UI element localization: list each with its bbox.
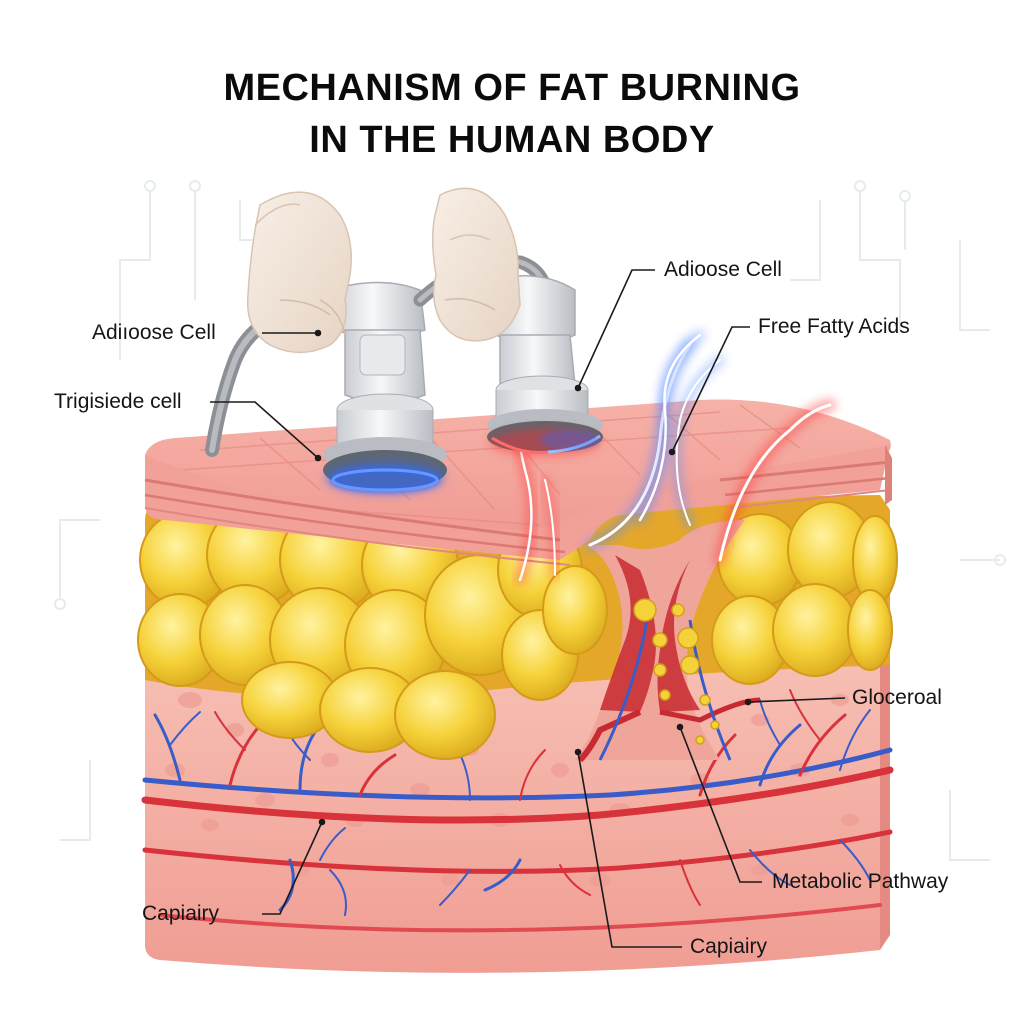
ultrasound-probe-icon xyxy=(205,281,447,494)
label-adipose-cell-right: Adioose Cell xyxy=(664,258,782,281)
free-fatty-acid-streams xyxy=(513,330,836,585)
title-line-1: MECHANISM OF FAT BURNING xyxy=(223,67,801,109)
label-triglyceride-cell: Trigisiede cell xyxy=(54,390,182,413)
page-title: MECHANISM OF FAT BURNING IN THE HUMAN BO… xyxy=(0,62,1024,166)
gloved-hand-icon xyxy=(432,187,521,342)
capillary-network xyxy=(141,689,894,933)
epidermis-layer xyxy=(144,399,892,566)
gloved-hand-icon xyxy=(246,191,352,354)
label-capillary-left: Capiairy xyxy=(142,902,220,925)
label-adipose-cell-left: Adiıoose Cell xyxy=(92,321,216,344)
leader-lines xyxy=(210,269,846,948)
label-free-fatty-acids: Free Fatty Acids xyxy=(758,315,910,338)
label-glycerol: Gloceroal xyxy=(852,686,942,709)
title-line-2: IN THE HUMAN BODY xyxy=(309,119,715,161)
label-metabolic-pathway: Metabolic Pathway xyxy=(772,870,949,893)
label-capillary-bottom: Capiairy xyxy=(690,935,768,958)
lipolysis-channel xyxy=(575,520,761,763)
